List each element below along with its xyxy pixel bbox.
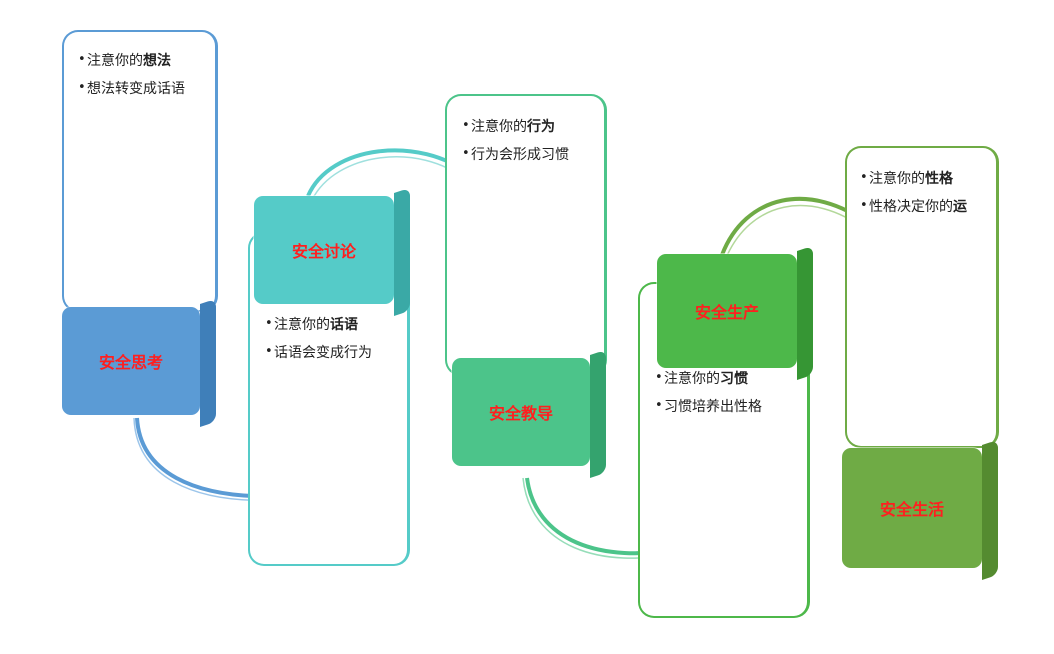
bullet-item: 行为会形成习惯 bbox=[462, 144, 597, 165]
block-thinking: 安全思考 bbox=[62, 298, 216, 427]
bullet-item: 性格决定你的运 bbox=[860, 196, 985, 217]
bullets-teaching: 注意你的行为 行为会形成习惯 bbox=[462, 116, 597, 174]
bullet-item: 注意你的话语 bbox=[265, 314, 400, 335]
label-teaching: 安全教导 bbox=[488, 404, 553, 423]
bullets-discussion: 注意你的话语 话语会变成行为 bbox=[265, 314, 400, 372]
bullet-item: 话语会变成行为 bbox=[265, 342, 400, 363]
panel-life bbox=[845, 146, 999, 448]
panel-teaching bbox=[445, 94, 607, 376]
bullets-production: 注意你的习惯 习惯培养出性格 bbox=[655, 368, 795, 426]
block-discussion: 安全讨论 bbox=[254, 187, 410, 316]
label-thinking: 安全思考 bbox=[98, 353, 163, 372]
panel-thinking bbox=[62, 30, 218, 312]
bullet-item: 想法转变成话语 bbox=[78, 78, 203, 99]
label-discussion: 安全讨论 bbox=[291, 242, 356, 261]
bullet-item: 注意你的性格 bbox=[860, 168, 985, 189]
bullet-item: 注意你的行为 bbox=[462, 116, 597, 137]
bullet-item: 习惯培养出性格 bbox=[655, 396, 795, 417]
block-production: 安全生产 bbox=[657, 245, 813, 380]
bullets-thinking: 注意你的想法 想法转变成话语 bbox=[78, 50, 203, 108]
bullet-item: 注意你的习惯 bbox=[655, 368, 795, 389]
bullets-life: 注意你的性格 性格决定你的运 bbox=[860, 168, 985, 226]
label-life: 安全生活 bbox=[879, 500, 944, 519]
block-life: 安全生活 bbox=[842, 439, 998, 580]
block-teaching: 安全教导 bbox=[452, 349, 606, 478]
label-production: 安全生产 bbox=[694, 303, 759, 322]
bullet-item: 注意你的想法 bbox=[78, 50, 203, 71]
